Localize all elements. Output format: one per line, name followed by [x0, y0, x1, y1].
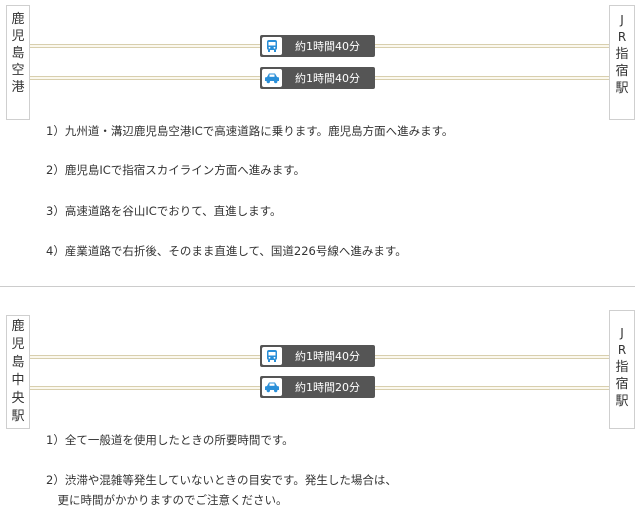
destination-char: R — [617, 30, 627, 44]
destination-station-ibusuki: J R 指 宿 駅 — [609, 310, 635, 429]
destination-char: J — [620, 326, 624, 340]
origin-char: 鹿 — [11, 12, 25, 27]
destination-char: 指 — [615, 360, 629, 375]
bus-duration: 約1時間40分 — [295, 350, 360, 363]
note-item: 1）全て一般道を使用したときの所要時間です。 — [46, 433, 294, 447]
note-item: 2）渋滞や混雑等発生していないときの目安です。発生した場合は、 — [46, 473, 397, 487]
origin-station-airport: 鹿 児 島 空 港 — [6, 5, 30, 120]
destination-station-ibusuki: J R 指 宿 駅 — [609, 5, 635, 120]
route-section-airport: 鹿 児 島 空 港 J R 指 宿 駅 約1時間40分 — [6, 5, 635, 258]
origin-char: 島 — [11, 355, 25, 370]
bus-duration-box: 約1時間40分 — [260, 35, 375, 57]
destination-char: J — [620, 13, 624, 27]
section-divider — [0, 286, 635, 287]
car-duration: 約1時間20分 — [295, 381, 360, 394]
car-icon — [262, 69, 282, 87]
origin-station-kagoshima-chuo: 鹿 児 島 中 央 駅 — [6, 315, 30, 429]
bus-icon — [262, 37, 282, 55]
destination-char: R — [617, 343, 627, 357]
note-item: 更に時間がかかりますのでご注意ください。 — [46, 493, 288, 507]
direction-step: 1）九州道・溝辺鹿児島空港ICで高速道路に乗ります。鹿児島方面へ進みます。 — [46, 124, 454, 138]
origin-char: 駅 — [11, 409, 25, 424]
car-duration-box: 約1時間20分 — [260, 376, 375, 398]
destination-char: 指 — [615, 47, 629, 62]
direction-step: 3）高速道路を谷山ICでおりて、直進します。 — [46, 204, 282, 218]
origin-char: 鹿 — [11, 319, 25, 334]
bus-duration: 約1時間40分 — [295, 40, 360, 53]
route-section-central-station: 鹿 児 島 中 央 駅 J R 指 宿 駅 約1時間40分 — [0, 300, 635, 511]
origin-char: 空 — [11, 63, 25, 78]
direction-step: 4）産業道路で右折後、そのまま直進して、国道226号線へ進みます。 — [46, 244, 407, 258]
origin-char: 港 — [11, 80, 25, 95]
direction-step: 2）鹿児島ICで指宿スカイライン方面へ進みます。 — [46, 163, 306, 177]
origin-char: 児 — [11, 29, 25, 44]
car-duration: 約1時間40分 — [295, 72, 360, 85]
destination-char: 駅 — [615, 394, 629, 409]
bus-icon — [262, 347, 282, 365]
origin-char: 中 — [11, 373, 25, 388]
origin-char: 島 — [11, 46, 25, 61]
bus-duration-box: 約1時間40分 — [260, 345, 375, 367]
destination-char: 駅 — [615, 81, 629, 96]
car-icon — [262, 378, 282, 396]
origin-char: 央 — [11, 391, 25, 406]
destination-char: 宿 — [615, 377, 629, 392]
origin-char: 児 — [11, 337, 25, 352]
destination-char: 宿 — [615, 64, 629, 79]
car-duration-box: 約1時間40分 — [260, 67, 375, 89]
